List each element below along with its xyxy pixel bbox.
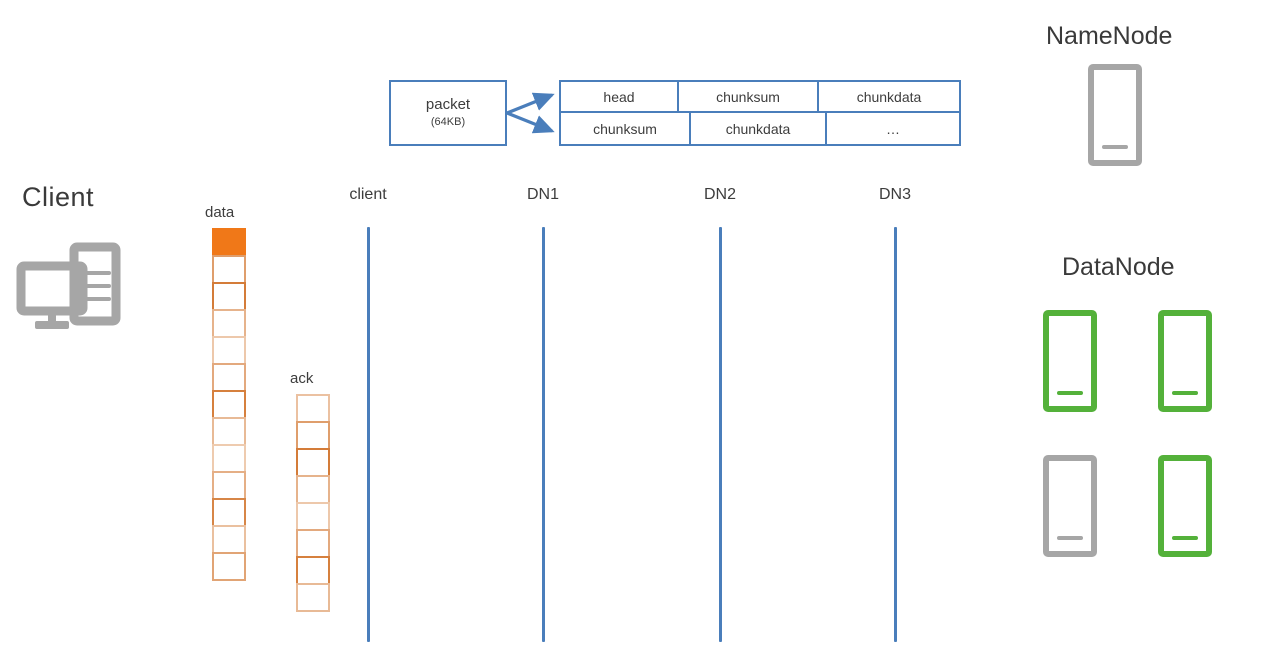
server-indicator-bar bbox=[1172, 391, 1198, 395]
datanode-server-icon-3 bbox=[1043, 455, 1097, 557]
lifeline-label-client: client bbox=[349, 186, 387, 203]
server-indicator-bar bbox=[1172, 536, 1198, 540]
packet-box: packet (64KB) bbox=[389, 80, 507, 146]
data-packet-cell bbox=[212, 552, 246, 581]
ack-packet-column bbox=[296, 394, 330, 612]
server-indicator-bar bbox=[1057, 391, 1083, 395]
ack-packet-cell bbox=[296, 475, 330, 504]
datanode-server-icon-4 bbox=[1158, 455, 1212, 557]
lifeline-dn3 bbox=[894, 227, 897, 642]
lifeline-dn1 bbox=[542, 227, 545, 642]
datanode-server-icon-1 bbox=[1043, 310, 1097, 412]
ack-packet-cell bbox=[296, 502, 330, 531]
packet-name: packet bbox=[425, 96, 471, 114]
ack-packet-cell bbox=[296, 529, 330, 558]
datanode-title: DataNode bbox=[1062, 253, 1175, 281]
ack-packet-cell bbox=[296, 556, 330, 585]
packet-field-head: head bbox=[561, 82, 679, 111]
lifeline-label-dn2: DN2 bbox=[703, 186, 737, 203]
lifeline-client bbox=[367, 227, 370, 642]
data-packet-cell bbox=[212, 282, 246, 311]
ack-packet-cell bbox=[296, 583, 330, 612]
ack-packet-cell bbox=[296, 421, 330, 450]
client-title: Client bbox=[22, 182, 95, 212]
namenode-title: NameNode bbox=[1046, 22, 1173, 50]
namenode-server-icon bbox=[1088, 64, 1142, 166]
data-packet-cell bbox=[212, 363, 246, 392]
data-packet-cell bbox=[212, 417, 246, 446]
lifeline-label-dn3: DN3 bbox=[878, 186, 912, 203]
data-packet-cell bbox=[212, 444, 246, 473]
data-column-label: data bbox=[205, 204, 235, 221]
packet-field-: … bbox=[886, 120, 900, 137]
data-packet-cell bbox=[212, 255, 246, 284]
data-packet-cell bbox=[212, 336, 246, 365]
ack-packet-cell bbox=[296, 448, 330, 477]
lifeline-label-dn1: DN1 bbox=[526, 186, 560, 203]
packet-fanout-arrows bbox=[505, 80, 563, 146]
server-indicator-bar bbox=[1057, 536, 1083, 540]
packet-size: (64KB) bbox=[430, 116, 466, 129]
data-packet-cell bbox=[212, 525, 246, 554]
ack-column-label: ack bbox=[290, 370, 314, 387]
data-packet-cell bbox=[212, 390, 246, 419]
packet-field-chunksum: chunksum bbox=[561, 113, 691, 144]
lifeline-dn2 bbox=[719, 227, 722, 642]
data-packet-cell bbox=[212, 498, 246, 527]
server-indicator-bar bbox=[1102, 145, 1128, 149]
ack-packet-cell bbox=[296, 394, 330, 423]
desktop-computer-icon bbox=[12, 238, 140, 330]
data-packet-cell bbox=[212, 471, 246, 500]
data-packet-cell bbox=[212, 309, 246, 338]
data-packet-column bbox=[212, 228, 246, 581]
packet-field-chunkdata: chunkdata bbox=[856, 88, 922, 105]
packet-field-chunkdata: chunkdata bbox=[691, 113, 827, 144]
packet-field-chunksum: chunksum bbox=[679, 82, 819, 111]
data-packet-cell bbox=[212, 228, 246, 257]
datanode-server-icon-2 bbox=[1158, 310, 1212, 412]
